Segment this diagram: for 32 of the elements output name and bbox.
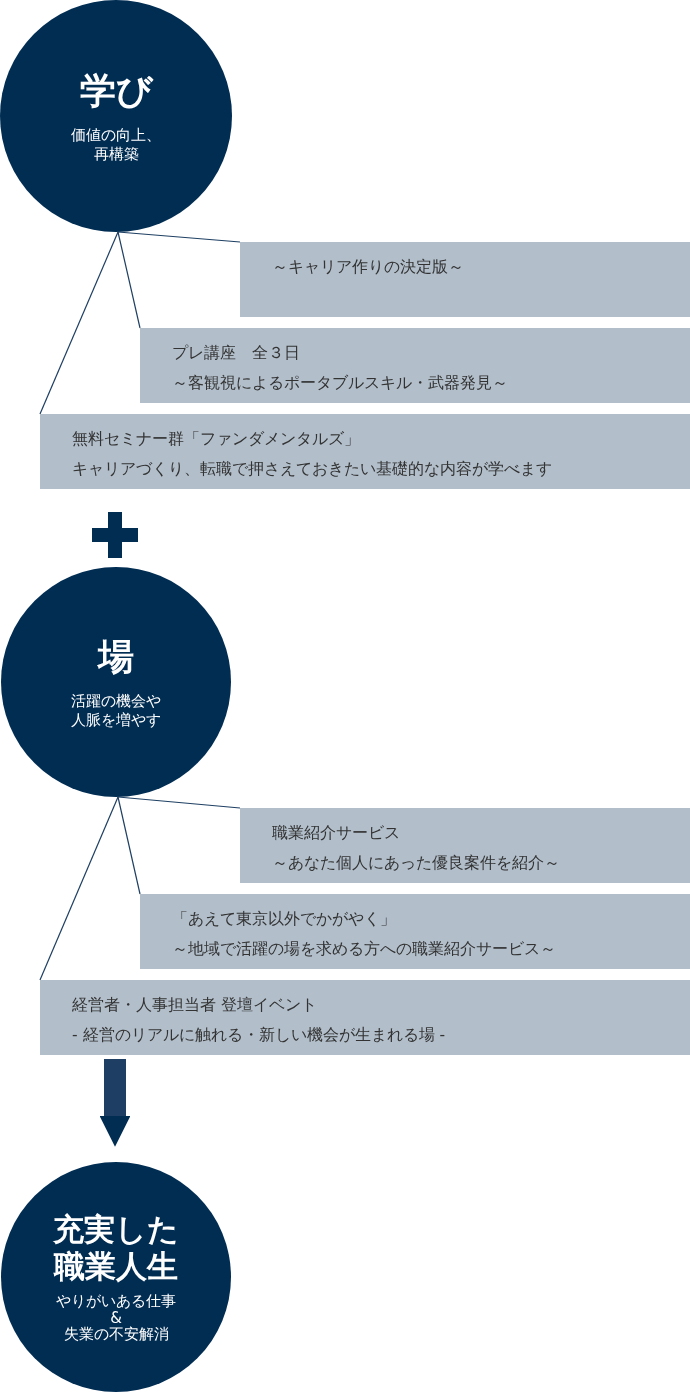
service-description: ～客観視によるポータブルスキル・武器発見～ bbox=[172, 373, 509, 394]
service-description: ～地域で活躍の場を求める方への職業紹介サービス～ bbox=[172, 939, 557, 960]
connector-line bbox=[117, 796, 141, 895]
service-description: キャリアづくり、転職で押さえておきたい基礎的な内容が学べます bbox=[72, 459, 553, 480]
service-title: 職業紹介サービス bbox=[272, 823, 401, 844]
service-title: 無料セミナー群「ファンダメンタルズ」 bbox=[72, 429, 361, 450]
service-box bbox=[140, 328, 690, 403]
circle-subtext: & bbox=[109, 1309, 122, 1327]
service-box bbox=[140, 894, 690, 969]
circle-heading: 充実した職業人生 bbox=[52, 1211, 180, 1286]
circle-heading: 学び bbox=[79, 68, 153, 112]
service-description: ～あなた個人にあった優良案件を紹介～ bbox=[272, 853, 561, 874]
connector-line bbox=[117, 796, 241, 809]
connector-line bbox=[39, 231, 119, 415]
service-box bbox=[40, 980, 690, 1055]
service-description: - 経営のリアルに触れる・新しい機会が生まれる場 - bbox=[72, 1025, 447, 1046]
circle-subtext: やりがいある仕事 bbox=[55, 1293, 177, 1310]
connector-line bbox=[39, 796, 119, 981]
service-title: プレ講座 全３日 bbox=[172, 343, 301, 364]
service-box bbox=[240, 808, 690, 883]
service-title: 「あえて東京以外でかがやく」 bbox=[172, 909, 397, 930]
down-arrow bbox=[99, 1059, 131, 1147]
service-box bbox=[240, 242, 690, 317]
connector-line bbox=[117, 231, 241, 243]
circle-heading: 場 bbox=[98, 634, 134, 678]
circle-subtext: 活躍の機会や人脈を増やす bbox=[70, 691, 162, 730]
connector-line bbox=[117, 231, 141, 329]
circle-subtext: 失業の不安解消 bbox=[62, 1326, 170, 1343]
service-title: ～キャリア作りの決定版～ bbox=[272, 257, 465, 278]
service-box bbox=[40, 414, 690, 489]
circle-subtext: 価値の向上、再構築 bbox=[70, 125, 162, 164]
service-title: 経営者・人事担当者 登壇イベント bbox=[72, 995, 318, 1016]
